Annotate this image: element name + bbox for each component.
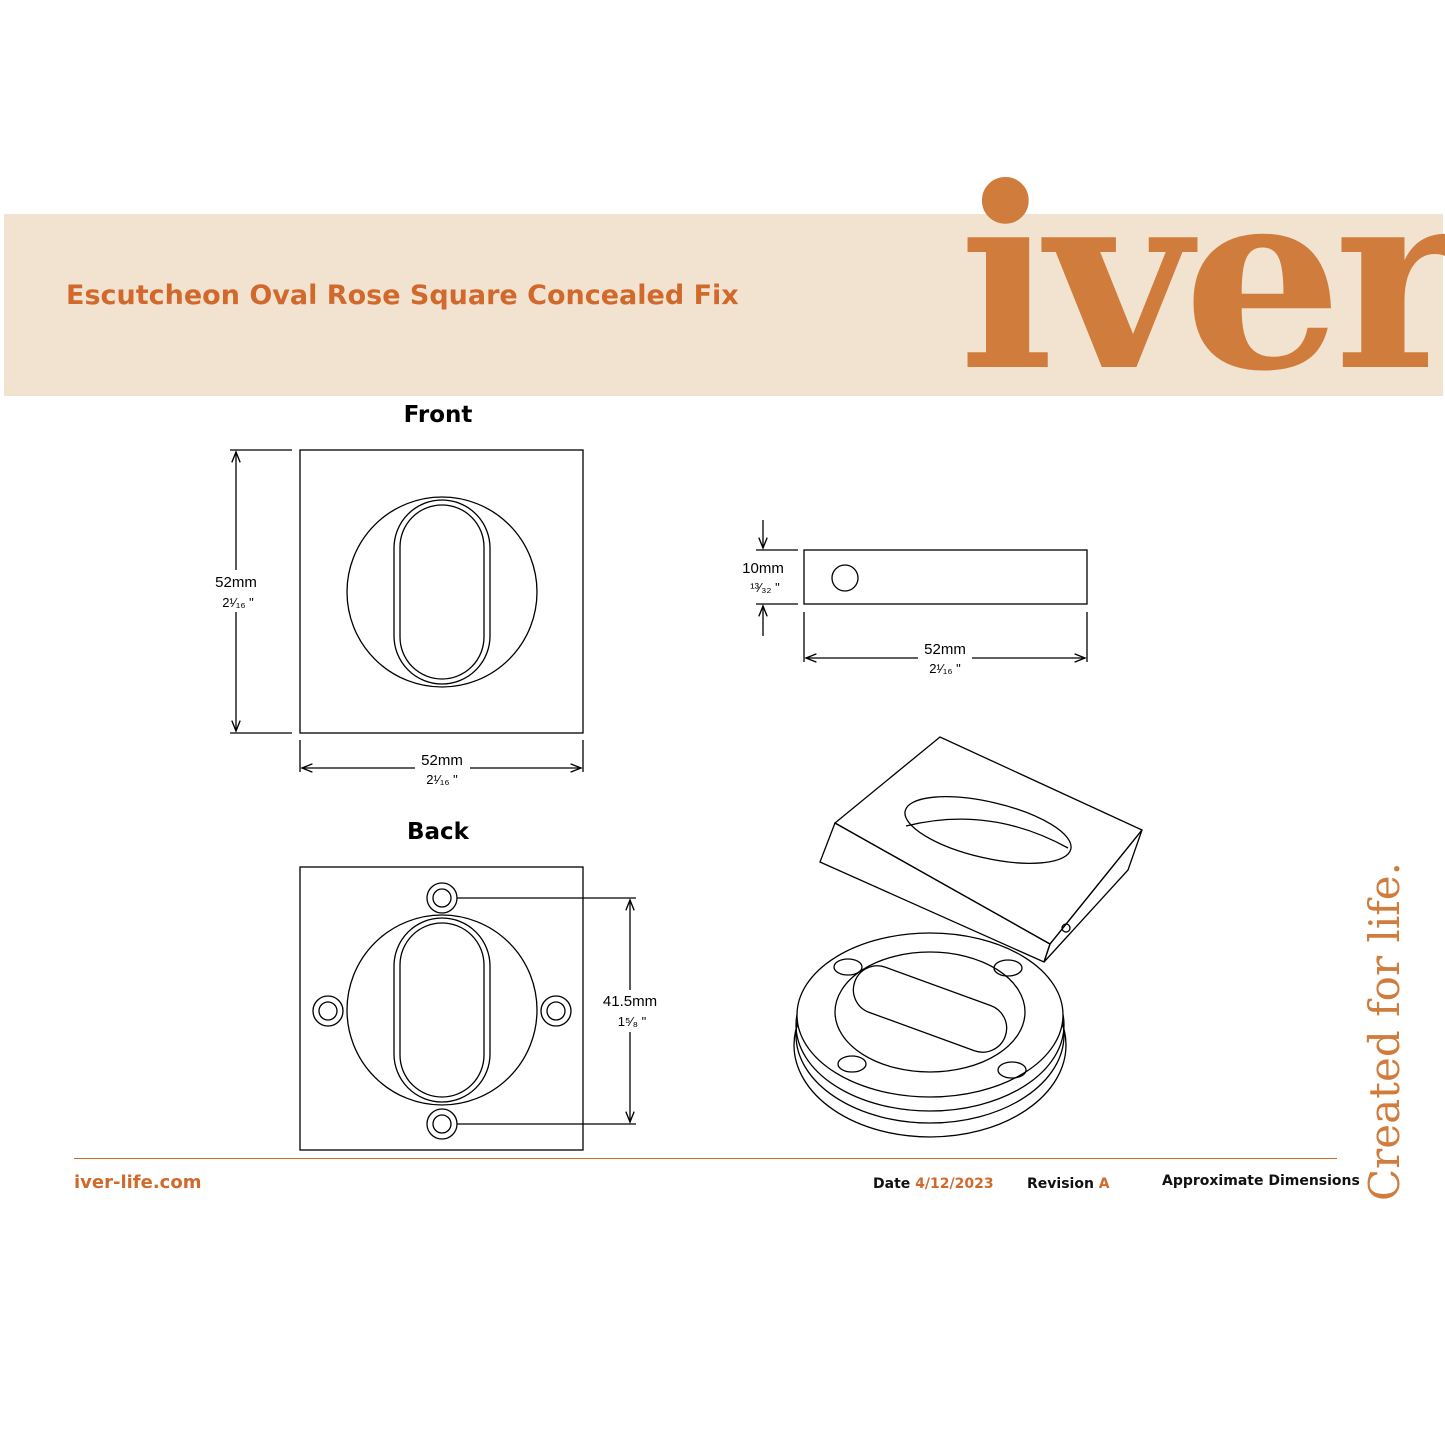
header-banner: Escutcheon Oval Rose Square Concealed Fi… bbox=[4, 154, 1445, 396]
side-thickness-mm: 10mm bbox=[742, 560, 784, 577]
dimensions-note: Approximate Dimensions bbox=[1162, 1173, 1360, 1189]
front-width-in: 2¹⁄₁₆ " bbox=[426, 772, 458, 787]
date-label: Date bbox=[873, 1176, 911, 1192]
isometric-view bbox=[793, 736, 1144, 1138]
side-view bbox=[756, 520, 1088, 662]
revision-field: Revision A bbox=[1027, 1176, 1110, 1192]
tagline: Created for life. bbox=[1360, 862, 1409, 1201]
back-fixing-mm: 41.5mm bbox=[603, 993, 657, 1010]
side-width-mm: 52mm bbox=[924, 641, 966, 658]
footer-divider bbox=[74, 1158, 1337, 1159]
front-view-label: Front bbox=[404, 402, 473, 428]
revision-value: A bbox=[1098, 1176, 1110, 1192]
front-view bbox=[230, 449, 584, 772]
back-view-label: Back bbox=[407, 819, 470, 845]
date-field: Date 4/12/2023 bbox=[873, 1176, 994, 1192]
side-thickness-in: ¹³⁄₃₂ " bbox=[750, 580, 780, 595]
front-height-in: 2¹⁄₁₆ " bbox=[222, 595, 254, 610]
revision-label: Revision bbox=[1027, 1176, 1094, 1192]
date-value: 4/12/2023 bbox=[915, 1176, 994, 1192]
back-fixing-in: 1⁵⁄₈ " bbox=[618, 1014, 647, 1029]
iver-logo: iver bbox=[959, 154, 1445, 396]
front-height-mm: 52mm bbox=[215, 574, 257, 591]
front-width-mm: 52mm bbox=[421, 752, 463, 769]
page-title: Escutcheon Oval Rose Square Concealed Fi… bbox=[66, 280, 739, 311]
back-view bbox=[299, 866, 636, 1151]
side-width-in: 2¹⁄₁₆ " bbox=[929, 661, 961, 676]
website-link[interactable]: iver-life.com bbox=[74, 1172, 202, 1193]
